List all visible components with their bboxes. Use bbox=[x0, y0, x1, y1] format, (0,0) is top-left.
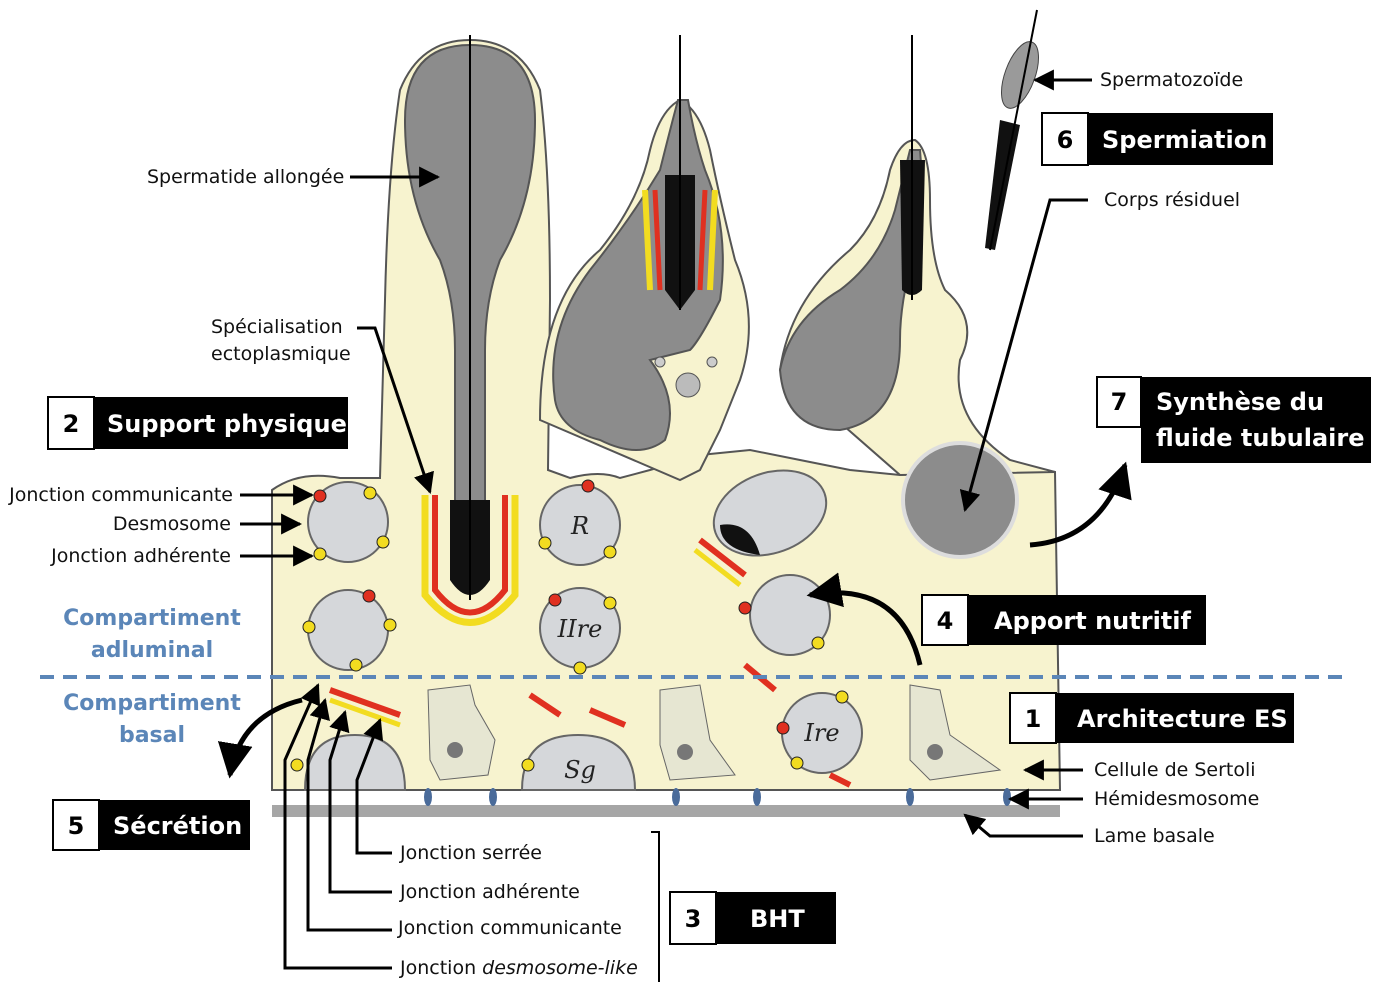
label-bht-jonction-adherente: Jonction adhérente bbox=[399, 881, 580, 903]
cell-label-ire: Ire bbox=[803, 719, 839, 747]
svg-text:fluide tubulaire: fluide tubulaire bbox=[1156, 424, 1365, 452]
label-hemidesmosome: Hémidesmosome bbox=[1094, 788, 1259, 810]
residual-body bbox=[903, 443, 1017, 557]
bht-bracket bbox=[651, 832, 659, 982]
svg-text:2: 2 bbox=[63, 410, 80, 438]
svg-text:Apport nutritif: Apport nutritif bbox=[994, 607, 1191, 635]
adluminal-label-2: adluminal bbox=[91, 638, 213, 663]
label-cellule-sertoli: Cellule de Sertoli bbox=[1094, 759, 1256, 781]
label-bht-jonction-serree: Jonction serrée bbox=[399, 842, 542, 864]
function-box-3: 3 BHT bbox=[670, 892, 836, 944]
function-box-5: 5 Sécrétion bbox=[53, 800, 250, 850]
label-jonction-communicante: Jonction communicante bbox=[8, 484, 233, 506]
svg-text:Sécrétion: Sécrétion bbox=[113, 812, 242, 840]
label-corps-residuel: Corps résiduel bbox=[1104, 189, 1240, 211]
label-spermatide: Spermatide allongée bbox=[147, 166, 344, 188]
adluminal-label-1: Compartiment bbox=[63, 606, 241, 631]
svg-text:Spermiation: Spermiation bbox=[1102, 126, 1267, 154]
svg-text:BHT: BHT bbox=[750, 905, 805, 933]
label-lame-basale: Lame basale bbox=[1094, 825, 1215, 847]
svg-text:Support physique: Support physique bbox=[107, 410, 347, 438]
label-bht-desmosome-like: Jonction desmosome-like bbox=[399, 957, 638, 979]
label-bht-jonction-communicante: Jonction communicante bbox=[397, 917, 622, 939]
cell-label-r: R bbox=[570, 512, 589, 540]
basal-lamina bbox=[272, 805, 1060, 817]
svg-text:1: 1 bbox=[1025, 705, 1042, 733]
label-spermatozoide: Spermatozoïde bbox=[1100, 69, 1243, 91]
svg-text:3: 3 bbox=[685, 905, 702, 933]
function-box-6: 6 Spermiation bbox=[1042, 113, 1273, 165]
svg-text:Synthèse du: Synthèse du bbox=[1156, 388, 1324, 416]
label-specialisation-1: Spécialisation bbox=[211, 316, 343, 338]
function-box-1: 1 Architecture ES bbox=[1010, 693, 1294, 743]
basal-label-2: basal bbox=[119, 723, 185, 748]
spermatozoid bbox=[985, 10, 1046, 250]
elongated-spermatid-2 bbox=[553, 35, 723, 450]
function-box-2: 2 Support physique bbox=[48, 397, 348, 449]
svg-text:7: 7 bbox=[1111, 388, 1128, 416]
cell-label-sg: Sg bbox=[564, 756, 596, 784]
label-desmosome: Desmosome bbox=[113, 513, 231, 535]
basal-label-1: Compartiment bbox=[63, 691, 241, 716]
svg-text:5: 5 bbox=[68, 812, 85, 840]
function-box-4: 4 Apport nutritif bbox=[922, 595, 1206, 645]
svg-text:Architecture ES: Architecture ES bbox=[1077, 705, 1288, 733]
label-jonction-adherente: Jonction adhérente bbox=[50, 545, 231, 567]
function-box-7: 7 Synthèse du fluide tubulaire bbox=[1097, 377, 1371, 463]
cell-label-iire: IIre bbox=[557, 615, 603, 643]
svg-text:6: 6 bbox=[1057, 126, 1074, 154]
svg-text:4: 4 bbox=[937, 607, 954, 635]
label-specialisation-2: ectoplasmique bbox=[211, 343, 351, 365]
